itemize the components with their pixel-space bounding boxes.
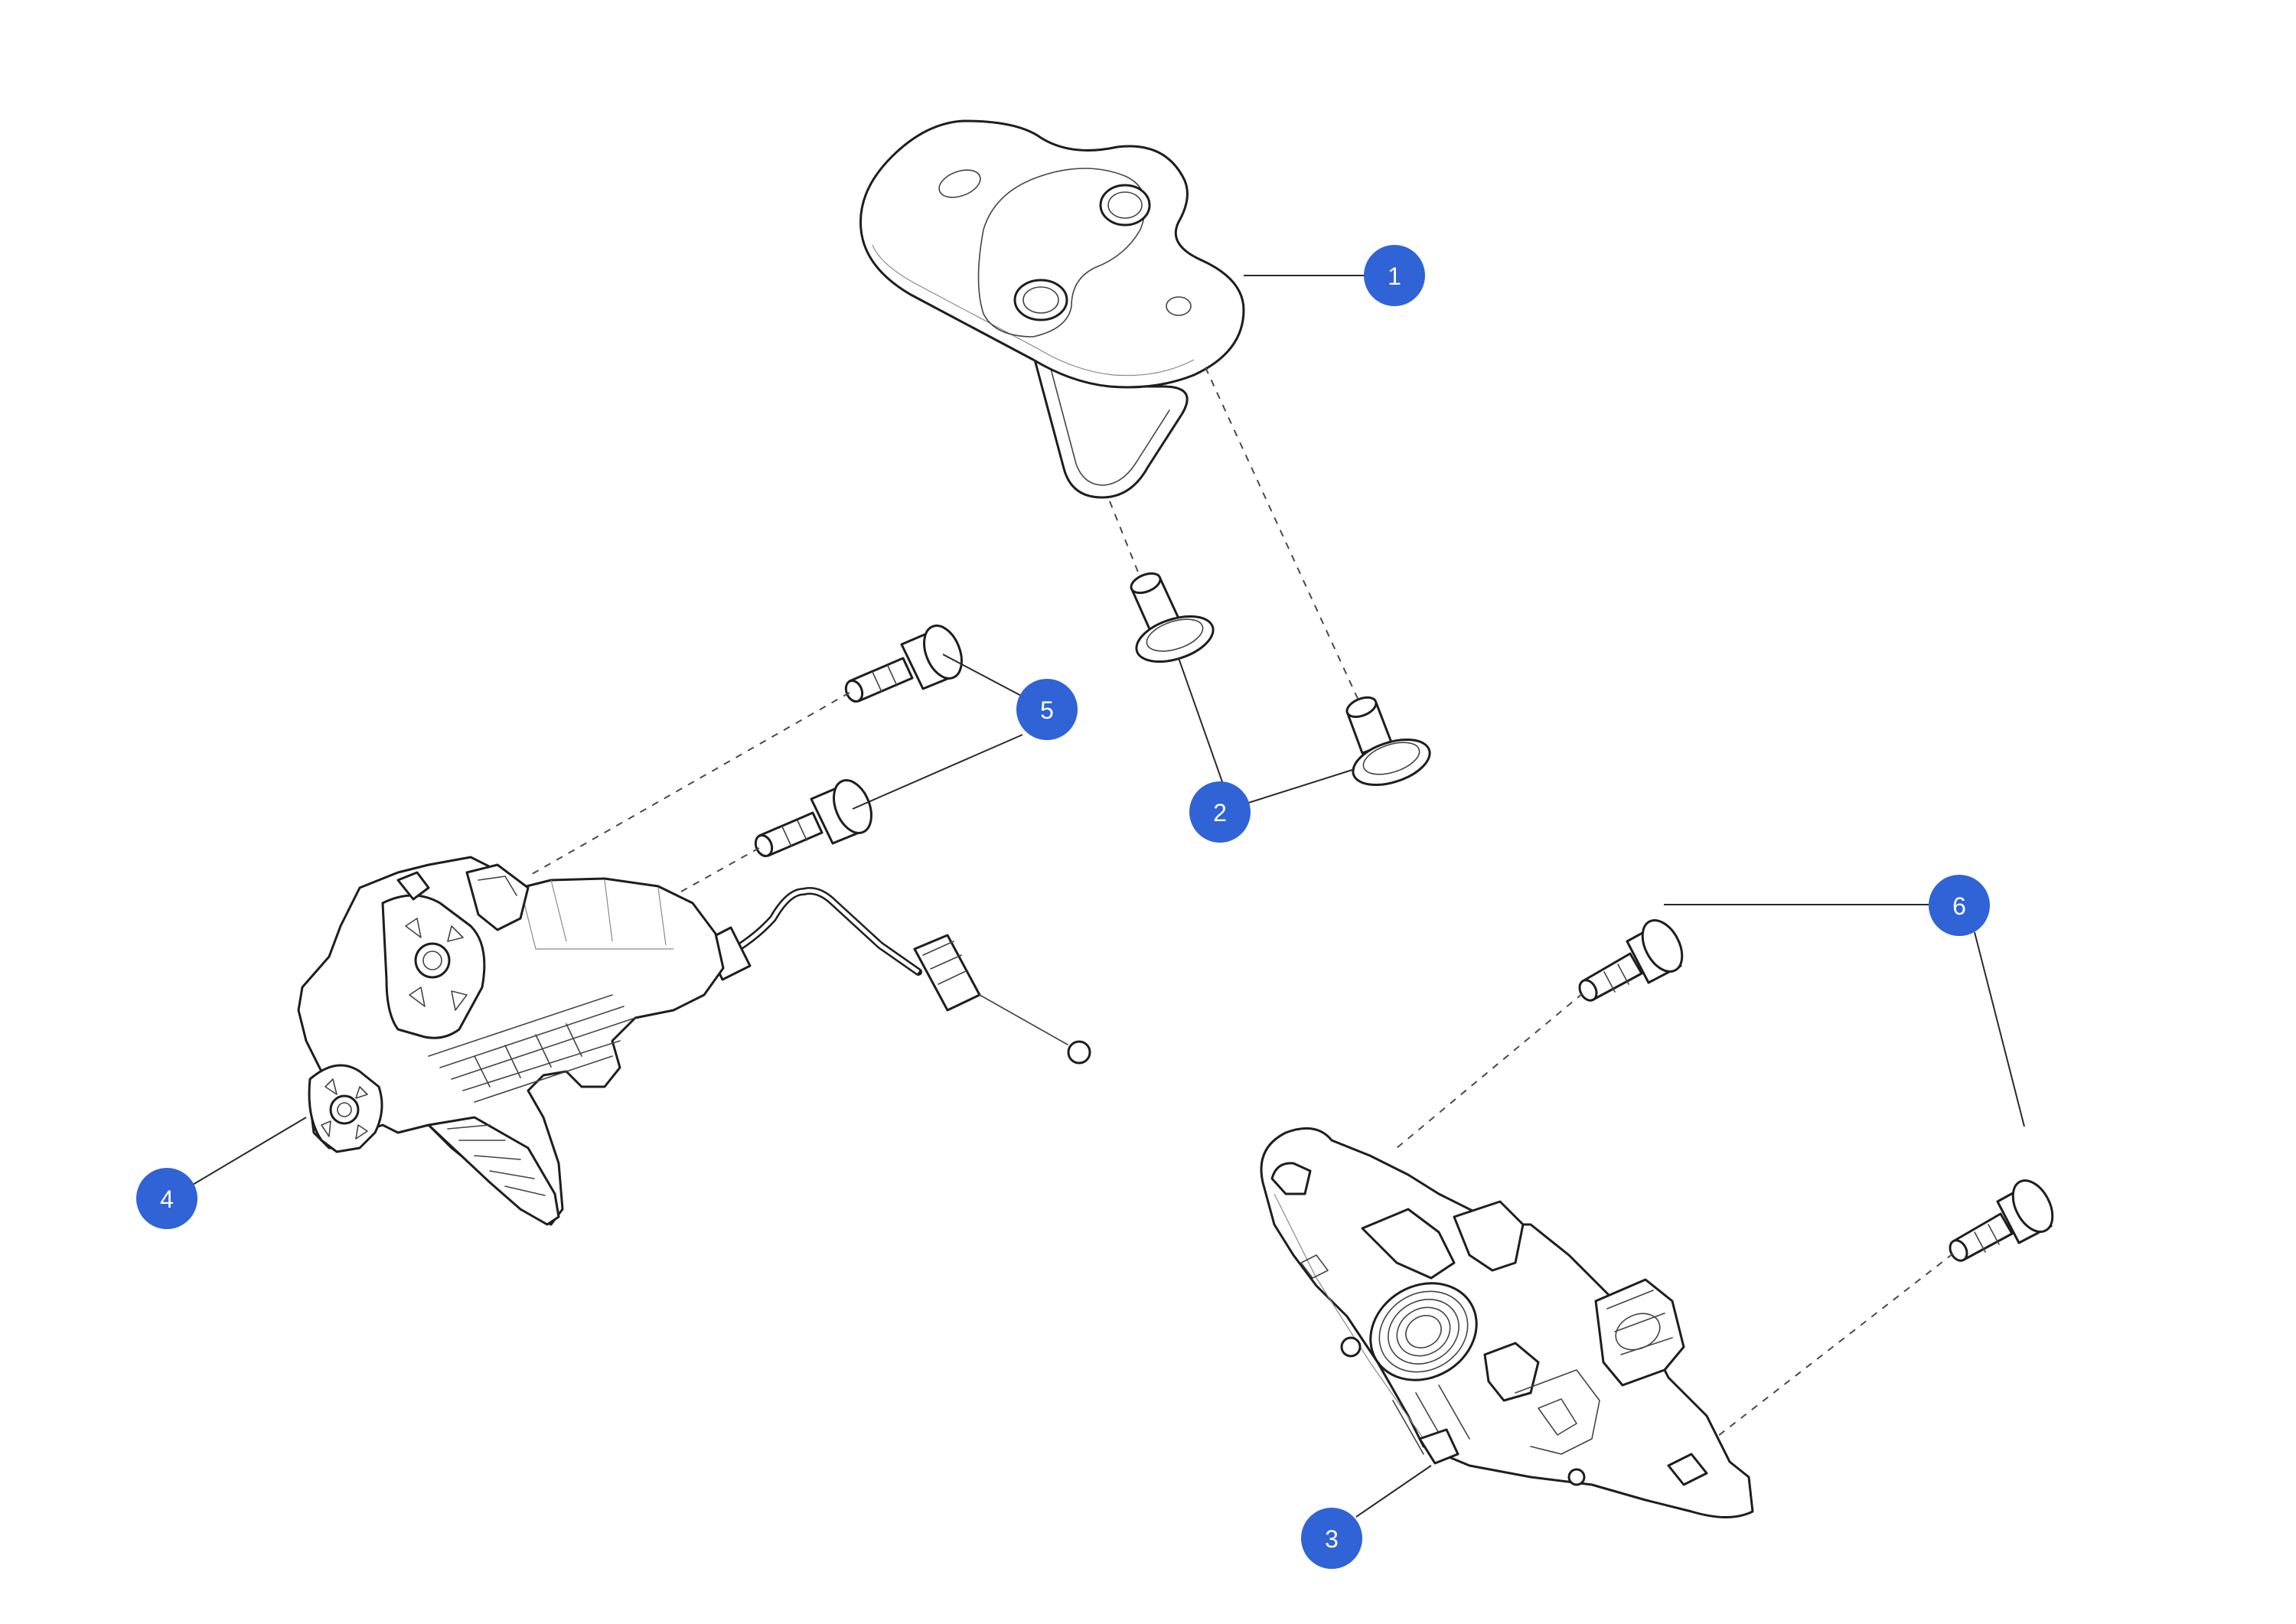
- callout-badge: [1364, 245, 1425, 306]
- callout-6[interactable]: 6: [1929, 875, 1990, 936]
- callout-3[interactable]: 3: [1301, 1508, 1362, 1569]
- callout-2[interactable]: 2: [1189, 781, 1251, 843]
- callout-4[interactable]: 4: [136, 1168, 197, 1229]
- leader-lines: [183, 275, 2025, 1518]
- part-bolt-6b: [1949, 1179, 2054, 1262]
- part-bolt-6a: [1578, 919, 1684, 1002]
- part-bolt-5b: [754, 779, 872, 858]
- part-release-handle: [297, 856, 1091, 1226]
- part-bolt-2b: [1345, 696, 1431, 786]
- callout-1[interactable]: 1: [1364, 245, 1425, 306]
- alignment-lines: [527, 367, 1954, 1440]
- callout-badge: [1301, 1508, 1362, 1569]
- callout-badge: [1929, 875, 1990, 936]
- part-bolt-5a: [844, 624, 963, 703]
- part-hood-latch: [1260, 1127, 1754, 1518]
- callout-5[interactable]: 5: [1016, 679, 1078, 740]
- callout-badge: [136, 1168, 197, 1229]
- part-bolt-2a: [1130, 572, 1215, 663]
- callout-label: 6: [1952, 892, 1966, 920]
- callout-label: 1: [1388, 263, 1401, 290]
- callout-badge: [1016, 679, 1078, 740]
- callout-badge: [1189, 781, 1251, 843]
- callout-label: 3: [1325, 1525, 1339, 1553]
- callout-label: 2: [1213, 799, 1227, 827]
- callout-label: 4: [160, 1185, 174, 1213]
- part-bracket-plate: [859, 119, 1245, 499]
- callout-label: 5: [1040, 696, 1054, 724]
